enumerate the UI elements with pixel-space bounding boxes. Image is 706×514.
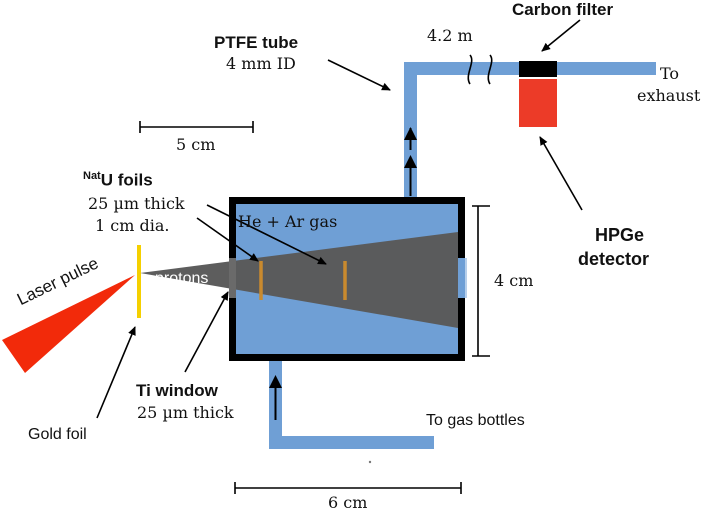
foils-thickness: 25 µm thick bbox=[88, 194, 185, 213]
ti-window-arrow bbox=[184, 291, 229, 373]
to-gas-bottles-label: To gas bottles bbox=[426, 412, 525, 429]
proton-beam bbox=[140, 232, 458, 328]
stray-dot bbox=[368, 460, 372, 464]
scale-5cm-label: 5 cm bbox=[176, 135, 216, 154]
carbon-filter-arrow bbox=[541, 19, 581, 52]
ti-window-title: Ti window bbox=[136, 381, 218, 400]
hpge-detector bbox=[519, 79, 557, 127]
gas-inlet-tube bbox=[269, 360, 434, 449]
callout-arrows bbox=[96, 19, 583, 419]
hpge-label-1: HPGe bbox=[595, 225, 645, 245]
gold-foil-arrow bbox=[96, 326, 136, 419]
foils-title-main: U foils bbox=[100, 170, 153, 190]
hpge-label-2: detector bbox=[578, 249, 650, 269]
scale-bar-5cm bbox=[139, 121, 254, 133]
foils-title: NatU foils bbox=[83, 170, 153, 190]
dimension-4cm bbox=[472, 205, 490, 357]
foil-arrow-1 bbox=[196, 217, 259, 262]
ptfe-tube-arrow bbox=[327, 59, 391, 91]
gold-foil-label: Gold foil bbox=[28, 426, 87, 443]
protons-label: protons bbox=[155, 270, 209, 287]
gas-label: He + Ar gas bbox=[238, 212, 338, 231]
tube-length-label: 4.2 m bbox=[427, 26, 473, 45]
ti-window-thickness: 25 µm thick bbox=[137, 403, 234, 422]
flow-arrows bbox=[269, 127, 417, 420]
width-6cm-label: 6 cm bbox=[328, 493, 368, 512]
height-4cm-label: 4 cm bbox=[494, 271, 534, 290]
laser-pulse bbox=[2, 275, 135, 373]
foils-diameter: 1 cm dia. bbox=[95, 216, 170, 235]
carbon-filter bbox=[519, 61, 557, 77]
dimension-6cm bbox=[234, 482, 462, 494]
ptfe-tube-id: 4 mm ID bbox=[226, 54, 296, 73]
foils-title-sup: Nat bbox=[83, 170, 101, 182]
to-exhaust-label-2: exhaust bbox=[637, 86, 701, 105]
ti-window bbox=[229, 258, 236, 298]
to-exhaust-label-1: To bbox=[660, 64, 680, 83]
tube-break-marks bbox=[467, 54, 493, 85]
carbon-filter-label: Carbon filter bbox=[512, 0, 614, 19]
ptfe-tube-title: PTFE tube bbox=[214, 33, 299, 52]
foil-arrow-2 bbox=[206, 204, 327, 265]
hpge-arrow bbox=[539, 136, 583, 211]
